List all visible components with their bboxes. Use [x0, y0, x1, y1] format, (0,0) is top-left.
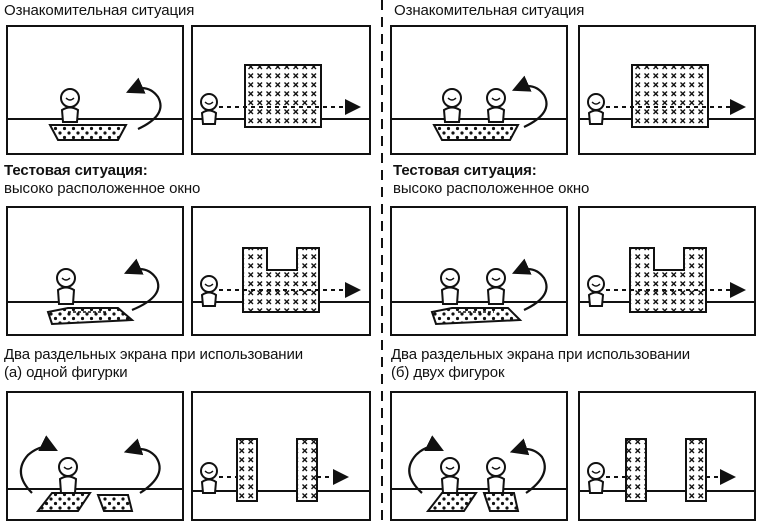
- figure-icon: [60, 88, 80, 123]
- tilting-screen-flat: [48, 124, 128, 141]
- left-fam-rotation-scene: [8, 77, 182, 141]
- right-split-screen-scene: [580, 438, 754, 502]
- tilting-screen-flat: [430, 307, 523, 326]
- split-screen-left: [625, 438, 647, 502]
- right-test-rotation-panel: [390, 206, 568, 336]
- right-test-screen-panel: [578, 206, 756, 336]
- right-fam-screen-scene: [580, 64, 754, 128]
- right-split-screen-panel: [578, 391, 756, 521]
- left-split-rotation-scene: [8, 435, 182, 512]
- figure-icon: [440, 457, 460, 494]
- left-test-rotation-panel: [6, 206, 184, 336]
- left-split-screen-panel: [191, 391, 371, 521]
- left-test-screen-scene: [193, 247, 369, 313]
- figure-icon: [587, 275, 605, 307]
- right-fam-rotation-panel: [390, 25, 568, 155]
- left-split-caption-1: Два раздельных экрана при использовании: [4, 346, 304, 363]
- right-split-caption-1: Два раздельных экрана при использовании: [391, 346, 691, 363]
- tall-screen: [631, 64, 709, 128]
- split-screen-right: [482, 492, 520, 512]
- figure-icon: [587, 462, 605, 494]
- split-screen-right: [296, 438, 318, 502]
- left-split-caption-2: (а) одной фигурки: [4, 364, 128, 381]
- left-split-rotation-panel: [6, 391, 184, 521]
- rotation-arrow: [511, 258, 548, 311]
- split-screen-right: [96, 494, 134, 512]
- left-fam-rotation-panel: [6, 25, 184, 155]
- left-split-screen-scene: [193, 438, 369, 502]
- right-familiarization-title: Ознакомительная ситуация: [394, 2, 585, 19]
- rotation-arrow: [125, 77, 162, 130]
- figure-icon: [58, 457, 78, 494]
- right-fam-screen-panel: [578, 25, 756, 155]
- right-split-rotation-scene: [392, 435, 566, 512]
- figure-icon: [200, 462, 218, 494]
- split-screen-right: [685, 438, 707, 502]
- screen-with-window: [629, 247, 707, 313]
- rotation-arrow: [511, 75, 548, 128]
- figure-icon: [486, 88, 506, 123]
- right-fam-rotation-scene: [392, 75, 566, 141]
- left-test-title: Тестовая ситуация:: [4, 162, 148, 179]
- figure-icon: [587, 93, 605, 125]
- left-fam-screen-panel: [191, 25, 371, 155]
- left-test-screen-panel: [191, 206, 371, 336]
- split-screen-left: [425, 492, 478, 512]
- rotation-arrow-left: [408, 435, 444, 494]
- left-test-rotation-scene: [8, 258, 182, 326]
- tilting-screen-flat: [46, 307, 135, 326]
- figure-icon: [200, 93, 218, 125]
- split-screen-left: [35, 492, 92, 512]
- right-test-subtitle: высоко расположенное окно: [393, 180, 590, 197]
- rotation-arrow-left: [19, 435, 58, 494]
- split-screen-left: [236, 438, 258, 502]
- figure-icon: [200, 275, 218, 307]
- left-fam-screen-scene: [193, 64, 369, 128]
- figure-icon: [56, 268, 76, 305]
- screen-with-window: [242, 247, 320, 313]
- column-divider: [381, 0, 383, 525]
- figure-icon: [486, 268, 506, 305]
- rotation-arrow-right: [509, 438, 546, 494]
- right-split-rotation-panel: [390, 391, 568, 521]
- figure-icon: [442, 88, 462, 123]
- right-test-title: Тестовая ситуация:: [393, 162, 537, 179]
- tilting-screen-flat: [432, 124, 520, 141]
- right-test-screen-scene: [580, 247, 754, 313]
- tall-screen: [244, 64, 322, 128]
- left-test-subtitle: высоко расположенное окно: [4, 180, 201, 197]
- figure-icon: [440, 268, 460, 305]
- rotation-arrow: [123, 258, 160, 312]
- right-split-caption-2: (б) двух фигурок: [391, 364, 505, 381]
- right-test-rotation-scene: [392, 258, 566, 326]
- figure-icon: [486, 457, 506, 494]
- left-familiarization-title: Ознакомительная ситуация: [4, 2, 195, 19]
- rotation-arrow-right: [123, 438, 161, 494]
